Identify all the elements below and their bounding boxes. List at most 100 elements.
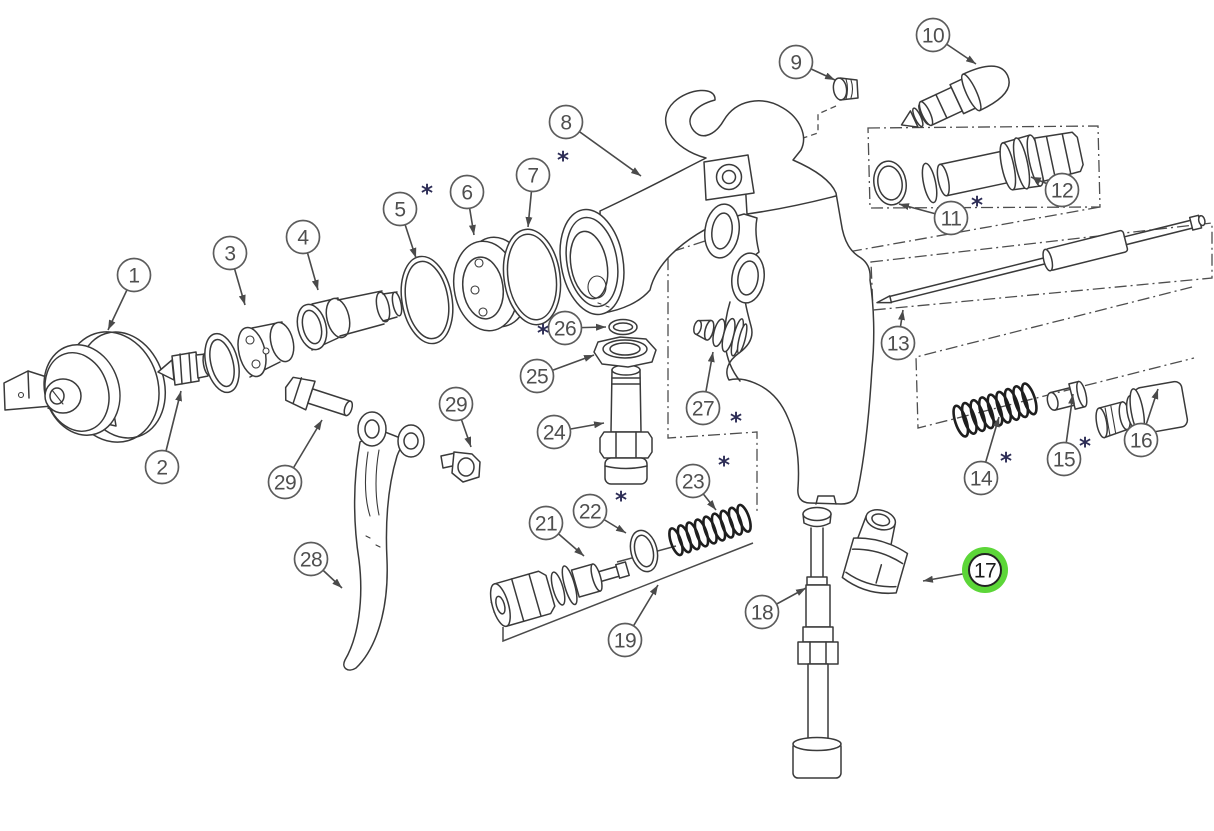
balloon-number: 27: [692, 398, 714, 421]
callout-27[interactable]: 27 *: [685, 351, 743, 435]
part-packing-nut-25: [593, 336, 657, 368]
balloon-number: 16: [1130, 430, 1152, 453]
callout-14[interactable]: 14*: [963, 416, 1013, 496]
kit-bracket-19: [502, 542, 754, 643]
callout-10[interactable]: 10: [915, 17, 977, 65]
balloon-number: 13: [887, 333, 909, 356]
callout-18[interactable]: 18: [744, 587, 807, 630]
part-trigger: [343, 411, 425, 671]
part-tube-24: [599, 364, 653, 485]
part-pin-29: [284, 376, 354, 417]
balloon-number: 23: [682, 471, 704, 494]
kit-asterisk: *: [537, 321, 549, 347]
balloon-number: 11: [941, 208, 962, 231]
callout-3[interactable]: 3: [212, 235, 248, 306]
callout-15[interactable]: 15*: [1046, 393, 1092, 477]
kit-box-valve-27: [667, 240, 758, 513]
callout-23[interactable]: 23 *: [675, 453, 731, 511]
callout-8[interactable]: 8: [548, 104, 642, 177]
kit-asterisk: *: [421, 181, 433, 207]
balloon-circle: [293, 541, 329, 577]
part-oring-5: [400, 255, 454, 345]
balloon-circle: [968, 553, 1002, 587]
kit-asterisk: *: [730, 409, 742, 435]
part-oring-11: [873, 160, 907, 206]
callout-12[interactable]: 12: [1030, 172, 1080, 208]
balloon-circle: [547, 310, 583, 346]
part-nozzle-assembly: [204, 321, 295, 394]
balloon-circle: [933, 200, 969, 236]
balloon-circle: [116, 257, 152, 293]
balloon-circle: [536, 414, 572, 450]
balloon-number: 15: [1053, 449, 1075, 472]
balloon-circle: [144, 449, 180, 485]
part-air-cap: [3, 331, 167, 443]
balloon-circle: [778, 44, 814, 80]
balloon-number: 28: [300, 549, 322, 572]
callout-7[interactable]: 7*: [515, 148, 570, 228]
part-air-valve-27: [693, 317, 748, 357]
balloon-number: 2: [156, 457, 167, 480]
balloon-number: 7: [527, 165, 538, 188]
balloon-number: 29: [274, 472, 296, 495]
callout-25[interactable]: 25: [519, 354, 595, 394]
callout-29[interactable]: 29: [438, 386, 474, 448]
balloon-number: 17: [974, 560, 996, 583]
kit-asterisk: *: [557, 148, 569, 174]
callout-28[interactable]: 28: [293, 541, 343, 589]
callout-11[interactable]: 11 *: [898, 193, 983, 236]
part-gun-body: [559, 89, 875, 505]
kit-box-spring: [915, 286, 1195, 429]
balloon-number: 5: [394, 199, 405, 222]
balloon-number: 10: [922, 25, 944, 48]
part-oring-22: [629, 529, 659, 573]
balloon-circle: [515, 157, 551, 193]
parts-drawing: [3, 65, 1206, 779]
balloon-circle: [548, 104, 584, 140]
kit-asterisk: *: [971, 193, 983, 219]
kit-asterisk: *: [615, 488, 627, 514]
balloon-circle: [963, 460, 999, 496]
part-spring-23: [668, 503, 752, 557]
balloon-circle: [285, 219, 321, 255]
callout-21[interactable]: 21: [528, 505, 585, 557]
callout-24[interactable]: 24: [536, 414, 605, 450]
balloon-circle: [267, 464, 303, 500]
part-valve-body-12: [921, 131, 1084, 204]
balloon-circle: [382, 191, 418, 227]
callout-13[interactable]: 13: [880, 309, 916, 361]
callout-19[interactable]: 19: [607, 584, 659, 658]
balloon-circle: [675, 463, 711, 499]
callout-2[interactable]: 2: [144, 390, 182, 485]
callout-17-highlighted[interactable]: 17: [922, 547, 1008, 593]
balloon-number: 12: [1051, 180, 1073, 203]
callout-5[interactable]: 5*: [382, 181, 434, 259]
balloon-number: 9: [790, 52, 801, 75]
balloon-circle: [519, 358, 555, 394]
balloon-circle: [880, 325, 916, 361]
callout-29[interactable]: 29: [267, 419, 323, 500]
balloon-circle: [744, 594, 780, 630]
part-fluid-tube: [792, 506, 842, 779]
balloon-number: 18: [751, 602, 773, 625]
balloon-number: 4: [297, 227, 309, 250]
callout-4[interactable]: 4: [285, 219, 321, 291]
callout-6[interactable]: 6: [449, 174, 485, 236]
balloon-number: 8: [560, 112, 571, 135]
callout-1[interactable]: 1: [107, 257, 152, 331]
part-valve-stem-21: [489, 561, 630, 628]
callout-26[interactable]: 26*: [537, 310, 607, 348]
kit-asterisk: *: [718, 453, 730, 479]
callouts-layer: 12345*67*891011*121314*15*161718192122*2…: [107, 17, 1159, 658]
part-spring-14: [952, 382, 1038, 438]
callout-16[interactable]: 16: [1123, 388, 1159, 458]
balloon-circle: [212, 235, 248, 271]
balloon-number: 19: [614, 630, 636, 653]
kit-line-valve-to-gun: [847, 206, 1101, 253]
callout-9[interactable]: 9: [778, 44, 836, 81]
plug-locator-line: [793, 105, 837, 158]
balloon-number: 26: [554, 318, 576, 341]
part-plug-screw: [832, 77, 859, 101]
balloon-number: 29: [445, 394, 467, 417]
callout-22[interactable]: 22*: [572, 488, 628, 534]
